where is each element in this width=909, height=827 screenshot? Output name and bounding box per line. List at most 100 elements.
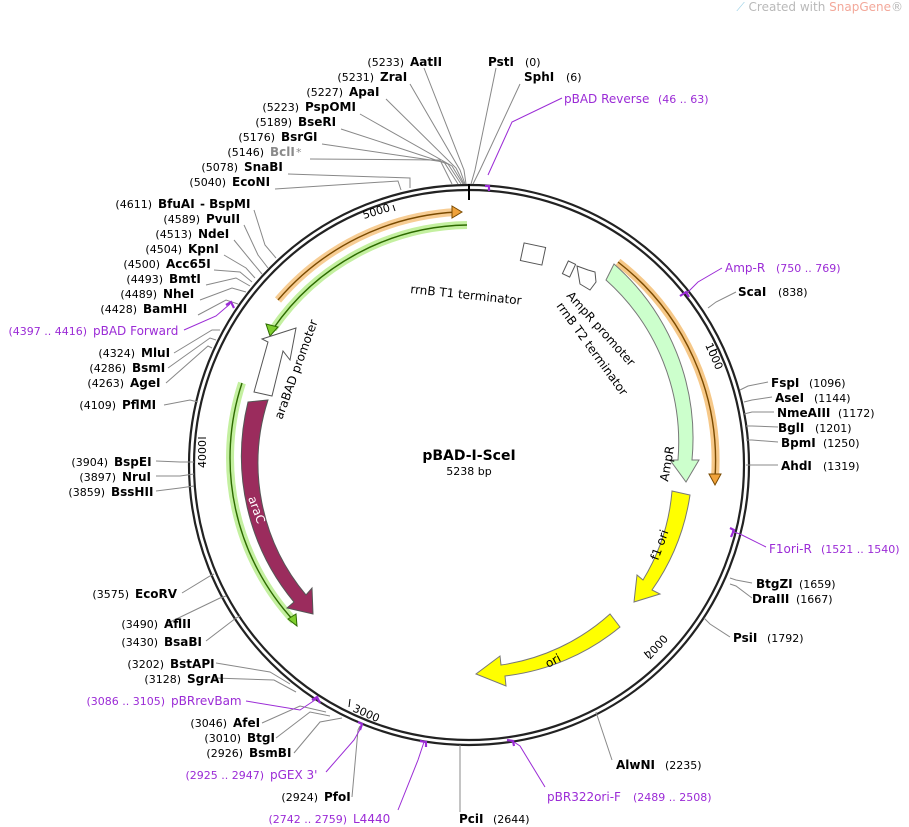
- site-bsmi[interactable]: (4286)BsmI: [89, 361, 165, 375]
- tick-4000: 4000: [196, 437, 209, 468]
- site-bpmi-label: BpmI: [781, 436, 816, 450]
- site-sgrai[interactable]: (3128)SgrAI: [144, 672, 223, 686]
- site-draiii-position: (1667): [796, 593, 833, 606]
- site-alwni[interactable]: AlwNI(2235): [616, 758, 702, 772]
- site-nmeaiii-label: NmeAIII: [777, 406, 830, 420]
- site-bcli[interactable]: (5146)BclI*: [227, 145, 302, 159]
- site-bsabi[interactable]: (3430)BsaBI: [121, 635, 202, 649]
- site-nmeaiii[interactable]: NmeAIII (1172): [777, 406, 875, 420]
- snapgene-watermark: ⟋ Created with SnapGene®: [736, 0, 903, 15]
- site-apai[interactable]: (5227)ApaI: [306, 85, 379, 99]
- primer-f1ori-r-label: F1ori-R: [769, 542, 812, 556]
- site-bspei[interactable]: (3904)BspEI: [71, 455, 151, 469]
- site-draiii-label: DraIII: [752, 592, 789, 606]
- site-aatii[interactable]: (5233)AatII: [367, 55, 442, 69]
- site-fspi[interactable]: FspI(1096): [771, 376, 846, 390]
- site-bmti[interactable]: (4493)BmtI: [126, 272, 200, 286]
- site-nrui[interactable]: (3897)NruI: [79, 470, 151, 484]
- primer-amp-r[interactable]: Amp-R(750 .. 769): [725, 261, 841, 275]
- site-snabi-position: (5078): [201, 161, 238, 174]
- site-snabi[interactable]: (5078)SnaBI: [201, 160, 282, 174]
- site-pfoi[interactable]: (2924)PfoI: [281, 790, 350, 804]
- site-ahdi[interactable]: AhdI(1319): [781, 459, 860, 473]
- primer-pgex-3-label: pGEX 3': [270, 768, 317, 782]
- site-bseri[interactable]: (5189)BseRI: [255, 115, 336, 129]
- site-psii[interactable]: PsiI(1792): [733, 631, 804, 645]
- site-btgzi-label: BtgZI: [756, 577, 793, 591]
- site-acc65i[interactable]: (4500)Acc65I: [123, 257, 210, 271]
- site-pspomi[interactable]: (5223)PspOMI: [262, 100, 356, 114]
- site-aatii-position: (5233): [367, 56, 404, 69]
- primer-f1ori-r[interactable]: F1ori-R(1521 .. 1540): [769, 542, 900, 556]
- site-scai[interactable]: ScaI(838): [738, 285, 808, 299]
- site-econi[interactable]: (5040)EcoNI: [189, 175, 270, 189]
- site-afei[interactable]: (3046)AfeI: [190, 716, 260, 730]
- site-draiii[interactable]: DraIII (1667): [752, 592, 833, 606]
- site-zrai[interactable]: (5231)ZraI: [337, 70, 407, 84]
- primer-pbad-forward[interactable]: (4397 .. 4416)pBAD Forward: [8, 324, 178, 338]
- primer-pbad-forward-label: pBAD Forward: [93, 324, 178, 338]
- site-bfuai[interactable]: (4611)BfuAI- BspMI: [115, 197, 250, 211]
- site-bpmi[interactable]: BpmI(1250): [781, 436, 860, 450]
- site-bfuai-extra-label: - BspMI: [200, 197, 250, 211]
- site-asei-position: (1144): [814, 392, 851, 405]
- site-mlui[interactable]: (4324)MluI: [98, 346, 170, 360]
- site-ahdi-position: (1319): [823, 460, 860, 473]
- site-bsmbi-label: BsmBI: [249, 746, 291, 760]
- site-pflmi[interactable]: (4109)PflMI: [79, 398, 156, 412]
- orange-orf-right-arrowhead: [708, 473, 722, 487]
- site-bsrgi[interactable]: (5176)BsrGI: [238, 130, 317, 144]
- site-bcli-position: (5146): [227, 146, 264, 159]
- site-scai-label: ScaI: [738, 285, 766, 299]
- site-ndei[interactable]: (4513)NdeI: [155, 227, 229, 241]
- primer-pbrrevbam[interactable]: (3086 .. 3105)pBRrevBam: [86, 694, 241, 708]
- site-bamhi-label: BamHI: [143, 302, 187, 316]
- ampr-label: AmpR: [657, 445, 677, 483]
- site-agei[interactable]: (4263)AgeI: [87, 376, 160, 390]
- primer-pbr322ori-f[interactable]: pBR322ori-F(2489 .. 2508): [547, 790, 712, 804]
- site-sphi[interactable]: SphI(6): [524, 70, 582, 84]
- ampr-promoter-arrow: [576, 265, 597, 291]
- site-apai-position: (5227): [306, 86, 343, 99]
- site-bstapi-label: BstAPI: [170, 657, 215, 671]
- site-ecorv[interactable]: (3575)EcoRV: [92, 587, 177, 601]
- f1-ori-feature: [633, 490, 691, 603]
- site-bamhi[interactable]: (4428) BamHI: [100, 302, 187, 316]
- site-kpni[interactable]: (4504)KpnI: [145, 242, 218, 256]
- site-btgzi[interactable]: BtgZI(1659): [756, 577, 836, 591]
- site-bsmi-position: (4286): [89, 362, 126, 375]
- primer-pbad-reverse[interactable]: pBAD Reverse(46 .. 63): [564, 92, 709, 106]
- rrnb-t2-terminator-box: [561, 260, 577, 278]
- site-ecorv-position: (3575): [92, 588, 129, 601]
- site-bamhi-position: (4428): [100, 303, 137, 316]
- site-psti[interactable]: PstI(0): [488, 55, 541, 69]
- site-pcii[interactable]: PciI(2644): [459, 812, 530, 826]
- snapgene-logo-icon: ⟋: [736, 0, 745, 14]
- site-afei-position: (3046): [190, 717, 227, 730]
- green-orf-arrowhead: [265, 323, 279, 337]
- site-nhei[interactable]: (4489)NheI: [120, 287, 194, 301]
- primer-pgex-3[interactable]: (2925 .. 2947)pGEX 3': [185, 768, 317, 782]
- site-btgi[interactable]: (3010)BtgI: [204, 731, 275, 745]
- site-btgi-label: BtgI: [247, 731, 275, 745]
- site-asei[interactable]: AseI(1144): [775, 391, 851, 405]
- plasmid-name: pBAD-I-SceI: [422, 448, 515, 464]
- site-bsabi-position: (3430): [121, 636, 158, 649]
- site-bseri-label: BseRI: [298, 115, 336, 129]
- site-bsshii[interactable]: (3859)BssHII: [68, 485, 153, 499]
- site-bsmbi[interactable]: (2926)BsmBI: [206, 746, 291, 760]
- site-bstapi[interactable]: (3202)BstAPI: [127, 657, 214, 671]
- orange-orf-right-line: [617, 261, 717, 479]
- site-bsshii-position: (3859): [68, 486, 105, 499]
- site-psii-position: (1792): [767, 632, 804, 645]
- site-bgli-position: (1201): [815, 422, 852, 435]
- site-bgli[interactable]: BglI (1201): [778, 421, 852, 435]
- site-pvuii[interactable]: (4589)PvuII: [163, 212, 240, 226]
- rrnb-t1-terminator-box: [519, 242, 547, 266]
- site-bgli-label: BglI: [778, 421, 804, 435]
- site-nmeaiii-position: (1172): [838, 407, 875, 420]
- primer-l4440[interactable]: (2742 .. 2759)L4440: [268, 812, 390, 826]
- site-pflmi-label: PflMI: [122, 398, 156, 412]
- site-aflii[interactable]: (3490)AflII: [121, 617, 191, 631]
- site-bspei-label: BspEI: [114, 455, 152, 469]
